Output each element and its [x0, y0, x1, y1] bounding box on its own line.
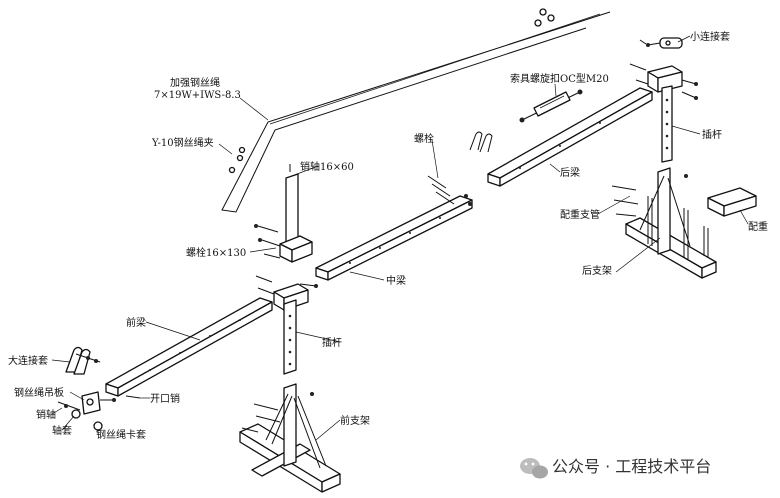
small-connection-sleeve — [639, 37, 683, 49]
label-rope-hanger: 钢丝绳吊板 — [14, 386, 64, 399]
label-rope-clip: 钢丝绳卡套 — [96, 428, 146, 441]
rope-end-hole — [534, 19, 542, 27]
label-middle-beam: 中梁 — [386, 274, 406, 287]
rope-hanger-parts — [57, 391, 141, 431]
upper-insert-rod — [254, 164, 313, 263]
reinforcing-rope — [221, 8, 611, 213]
watermark: 公众号 · 工程技术平台 — [520, 457, 711, 479]
middle-beam — [315, 175, 473, 281]
label-insert-rod-front: 插杆 — [322, 336, 342, 349]
label-rope-clamp: Y-10钢丝绳夹 — [151, 136, 214, 149]
label-bolt: 螺栓 — [414, 132, 434, 145]
label-pin: 销轴 — [36, 408, 56, 421]
label-small-sleeve: 小连接套 — [690, 30, 730, 43]
label-cotter-pin: 开口销 — [150, 392, 180, 405]
label-front-frame: 前支架 — [340, 414, 370, 427]
label-counterweight-tube: 配重支管 — [560, 208, 600, 221]
label-rope: 加强钢丝绳 — [170, 76, 220, 89]
rope-clamp — [469, 131, 493, 153]
label-front-beam: 前梁 — [126, 316, 146, 329]
label-turnbuckle: 索具螺旋扣OC型M20 — [510, 72, 609, 85]
turnbuckle — [519, 89, 583, 123]
rear-insert-rod — [629, 63, 698, 163]
rear-frame — [611, 167, 717, 279]
label-bushing: 轴套 — [52, 424, 72, 437]
front-insert-rod — [255, 275, 318, 375]
leader-lines — [51, 35, 749, 441]
label-insert-rod-back: 插杆 — [702, 128, 722, 141]
wechat-icon — [520, 458, 548, 479]
counterweight-block — [707, 187, 757, 217]
big-connection-sleeve — [65, 346, 101, 375]
label-bolt-16x130: 螺栓16×130 — [186, 246, 246, 259]
label-pin-shaft: 销轴16×60 — [300, 160, 354, 173]
watermark-text: 公众号 · 工程技术平台 — [552, 457, 711, 476]
rope-end-hole — [539, 8, 547, 16]
rope-clamp-hole — [236, 154, 244, 162]
label-rear-frame: 后支架 — [582, 265, 612, 277]
label-rear-beam: 后梁 — [560, 166, 580, 179]
front-frame — [239, 383, 341, 493]
rope-clamp-hole — [238, 146, 246, 154]
label-counterweight: 配重 — [748, 220, 768, 233]
front-beam — [105, 297, 273, 397]
rear-beam — [487, 87, 653, 187]
label-big-sleeve: 大连接套 — [8, 354, 48, 367]
label-rope-spec: 7×19W+IWS-8.3 — [154, 90, 241, 101]
rope-clamp-hole — [228, 166, 236, 174]
rope-end-hole — [547, 14, 555, 22]
